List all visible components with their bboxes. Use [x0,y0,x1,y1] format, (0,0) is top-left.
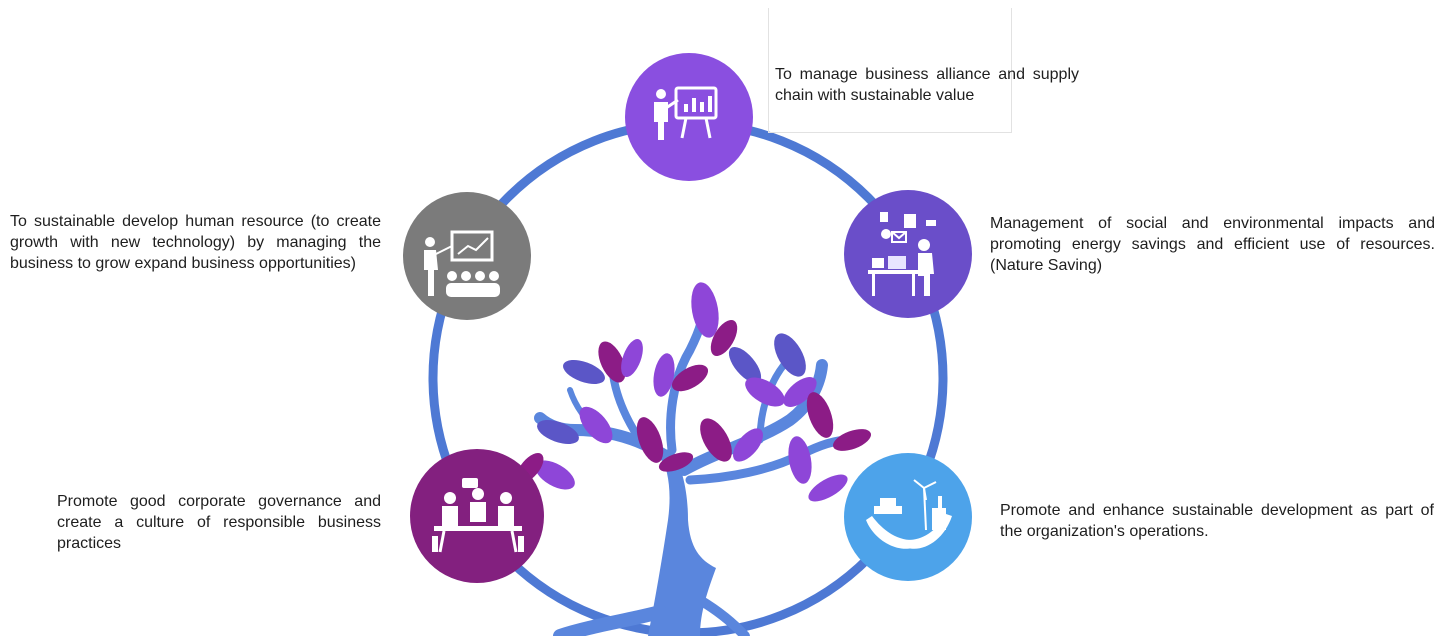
node-bottom-left-text: Promote good corporate governance and cr… [57,493,381,552]
leaf [653,353,675,397]
tree-root-left [553,605,667,636]
node-top-text: To manage business alliance and supply c… [775,66,1079,104]
leaf [783,377,817,407]
leaves [516,282,872,502]
training-audience-icon [424,230,500,297]
leaf [537,419,579,445]
node-right-text: Management of social and environmental i… [990,215,1435,274]
leaf [808,474,848,502]
node-left-circle [403,192,531,320]
presentation-chart-icon [654,86,718,140]
leaf [788,436,812,484]
leaf [579,406,613,444]
leaf [621,338,643,378]
leaf [700,418,732,462]
leaf [745,377,785,407]
leaf [658,452,694,472]
office-worker-laptop-icon [868,212,936,296]
node-bottom-right-text: Promote and enhance sustainable developm… [1000,502,1434,540]
node-left-text: To sustainable develop human resource (t… [10,213,381,272]
leaf [671,364,709,392]
leaf [535,460,575,490]
leaf [728,346,762,384]
leaf [806,392,834,438]
tree-trunk [648,448,716,636]
top-text-frame [768,8,1012,133]
leaf [691,282,719,338]
node-bottom-right-circle [844,453,972,581]
leaf [733,428,763,462]
leaf [598,341,626,383]
leaf [563,359,605,385]
meeting-table-icon [432,478,524,553]
leaf [710,319,738,357]
leaf [636,417,664,463]
leaf [774,333,806,377]
tree-root-right [695,595,750,636]
leaf [832,429,872,451]
node-right-circle [844,190,972,318]
green-energy-hands-icon [866,479,952,549]
